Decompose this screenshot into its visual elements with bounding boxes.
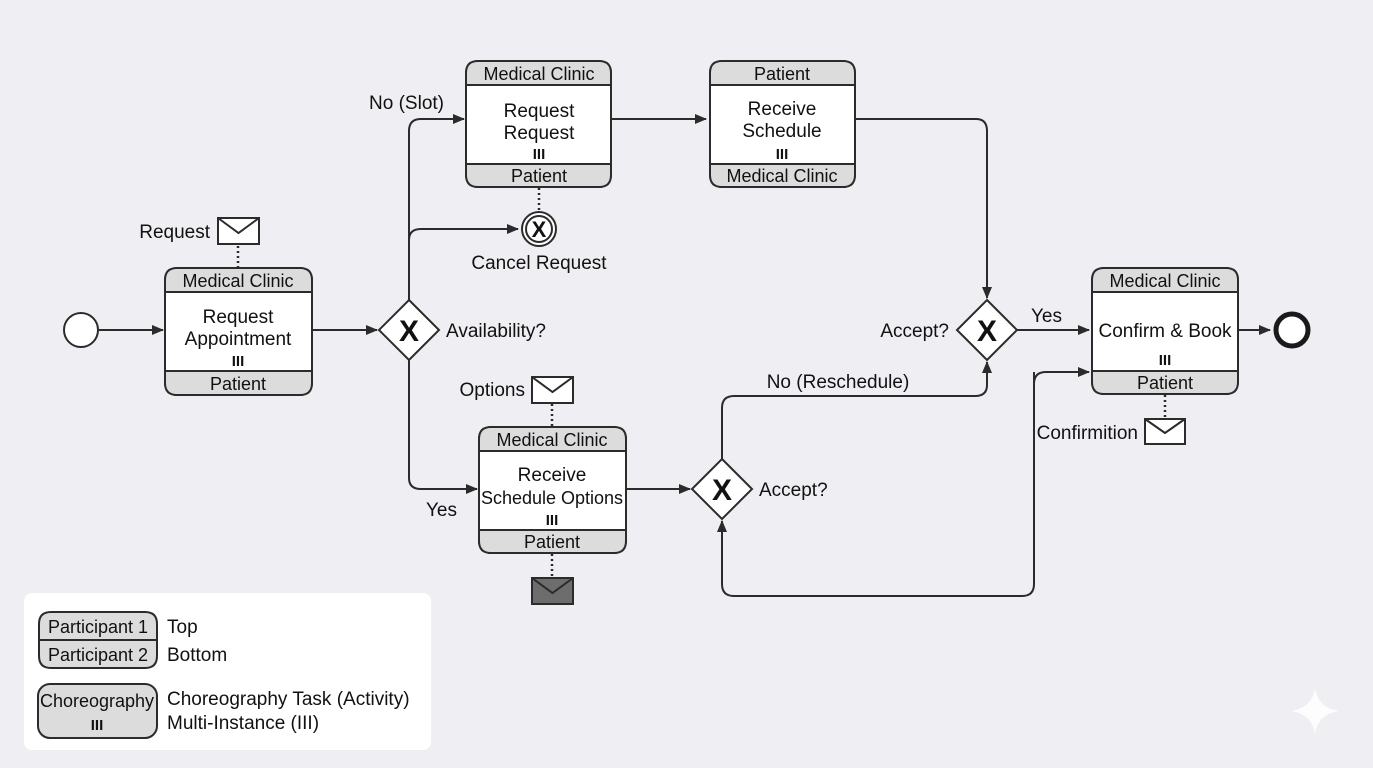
task-name-line2: Appointment: [185, 329, 292, 350]
multi-instance-marker: III: [1159, 352, 1172, 369]
flow-receive-schedule-to-accept-upper[interactable]: [856, 118, 992, 299]
legend-bottom-label: Bottom: [167, 645, 227, 666]
flow-yes-availability[interactable]: [408, 360, 478, 494]
legend-task-desc: Choreography Task (Activity): [167, 689, 410, 710]
flow-label-yes-lower: Yes: [426, 500, 457, 521]
flow-label-no-slot: No (Slot): [369, 93, 444, 114]
flow-no-reschedule[interactable]: [721, 361, 992, 460]
gateway-label-availability: Availability?: [446, 321, 546, 342]
task-bottom-participant: Medical Clinic: [726, 166, 837, 186]
task-confirm-book[interactable]: Medical Clinic Confirm & Book III Patien…: [1091, 267, 1239, 395]
message-label-options: Options: [460, 380, 525, 401]
envelope-icon-options: [531, 376, 574, 404]
legend-participant2: Participant 2: [48, 645, 148, 665]
exclusive-gateway-icon: X: [977, 315, 997, 348]
task-top-participant: Patient: [754, 64, 810, 84]
task-bottom-participant: Patient: [210, 374, 266, 394]
task-receive-schedule[interactable]: Patient Receive Schedule III Medical Cli…: [709, 60, 856, 188]
flow-label-yes-upper: Yes: [1031, 306, 1062, 327]
task-request-appointment[interactable]: Medical Clinic Request Appointment III P…: [164, 267, 313, 396]
flow-no-slot[interactable]: [408, 114, 465, 300]
message-label-request: Request: [139, 222, 210, 243]
start-event[interactable]: [63, 312, 99, 348]
task-name-line1: Request: [504, 101, 575, 122]
envelope-icon-confirmation: [1144, 418, 1186, 445]
end-event[interactable]: [1273, 311, 1311, 349]
legend-participant1: Participant 1: [48, 617, 148, 637]
task-name-line1: Receive: [518, 465, 587, 486]
exclusive-gateway-icon: X: [399, 315, 419, 348]
task-top-participant: Medical Clinic: [496, 430, 607, 450]
message-label-confirmation: Confirmition: [1037, 423, 1138, 444]
gateway-accept-lower[interactable]: X: [690, 457, 754, 521]
multi-instance-marker: III: [232, 353, 245, 370]
legend-marker: III: [91, 717, 104, 734]
task-bottom-participant: Patient: [524, 532, 580, 552]
task-name-line1: Receive: [748, 99, 817, 120]
task-receive-schedule-options[interactable]: Medical Clinic Receive Schedule Options …: [478, 426, 627, 554]
task-name-line1: Request: [203, 307, 274, 328]
gateway-availability[interactable]: X: [377, 298, 441, 362]
task-bottom-participant: Patient: [511, 166, 567, 186]
legend-participant-swatch: Participant 1 Participant 2: [38, 611, 158, 669]
flow-to-cancel[interactable]: [408, 224, 519, 241]
task-name-line2: Schedule Options: [481, 488, 623, 508]
task-top-participant: Medical Clinic: [1109, 271, 1220, 291]
task-bottom-participant: Patient: [1137, 373, 1193, 393]
cancel-icon: X: [532, 217, 547, 242]
sequence-flows: [99, 114, 1271, 597]
multi-instance-marker: III: [546, 512, 559, 529]
exclusive-gateway-icon: X: [712, 474, 732, 507]
legend-mi-desc: Multi-Instance (III): [167, 713, 319, 734]
task-name-line2: Request: [504, 123, 575, 144]
message-associations: [236, 188, 1167, 577]
legend: Participant 1 Participant 2 Top Bottom C…: [24, 593, 431, 750]
gateway-label-accept-upper: Accept?: [880, 321, 949, 342]
cancel-request-label: Cancel Request: [471, 253, 607, 274]
task-top-participant: Medical Clinic: [483, 64, 594, 84]
multi-instance-marker: III: [533, 146, 546, 163]
multi-instance-marker: III: [776, 146, 789, 163]
flow-to-confirm-book[interactable]: [1033, 367, 1090, 385]
gateway-accept-upper[interactable]: X: [955, 298, 1019, 362]
envelope-icon-request: [217, 217, 260, 245]
envelope-icon-filled: [531, 577, 574, 605]
cancel-end-event[interactable]: X: [521, 211, 557, 247]
task-top-participant: Medical Clinic: [182, 271, 293, 291]
legend-top-label: Top: [167, 617, 198, 638]
flow-back-to-accept-lower[interactable]: [717, 372, 1035, 597]
task-request-request[interactable]: Medical Clinic Request Request III Patie…: [465, 60, 612, 188]
gateway-label-accept-lower: Accept?: [759, 480, 828, 501]
legend-choreography-swatch: Choreography III: [37, 683, 158, 739]
task-name-line2: Schedule: [742, 121, 821, 142]
flow-label-no-reschedule: No (Reschedule): [767, 372, 910, 393]
sparkle-icon: [1291, 688, 1339, 734]
legend-choreography: Choreography: [40, 691, 154, 711]
task-name-line1: Confirm & Book: [1098, 321, 1232, 342]
